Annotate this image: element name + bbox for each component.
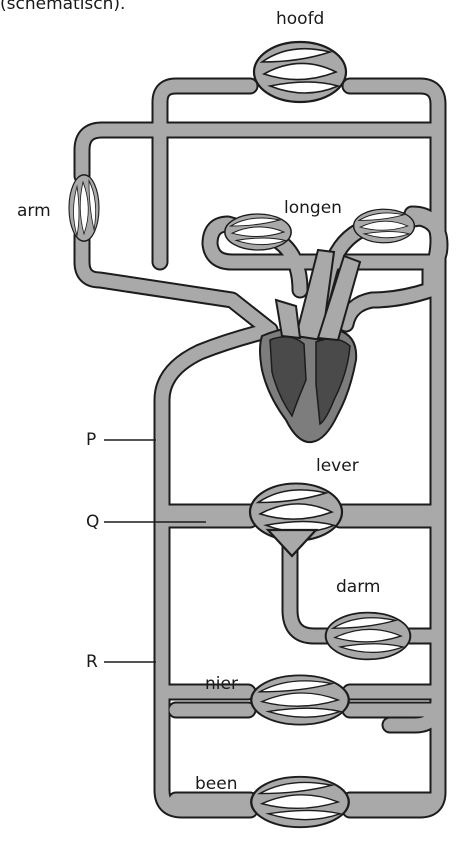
label-darm: darm — [336, 579, 380, 596]
label-R: R — [86, 654, 98, 671]
label-longen: longen — [284, 200, 342, 217]
gut-organ — [326, 613, 411, 660]
label-P: P — [86, 432, 96, 449]
leg-organ — [251, 777, 349, 827]
right-lung-organ — [354, 209, 415, 243]
label-Q: Q — [86, 514, 99, 531]
label-lever: lever — [316, 458, 359, 475]
label-nier: nier — [205, 676, 238, 693]
label-hoofd: hoofd — [276, 11, 324, 28]
head-organ — [254, 42, 346, 102]
liver-portal-wedge — [268, 530, 316, 556]
kidney-organ — [251, 675, 349, 724]
left-lung-organ — [225, 214, 291, 250]
heart — [260, 250, 360, 442]
arm-organ — [69, 175, 99, 241]
label-been: been — [195, 776, 237, 793]
label-arm: arm — [17, 203, 51, 220]
